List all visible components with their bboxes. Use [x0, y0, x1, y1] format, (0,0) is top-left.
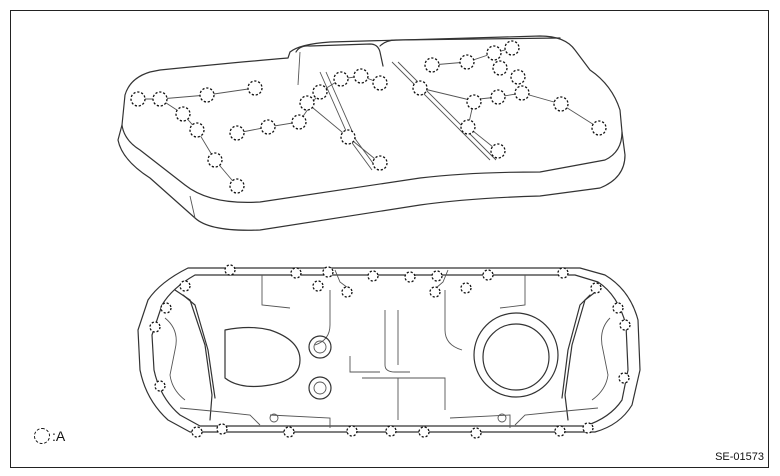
- clip-marker: [510, 69, 526, 85]
- clip-marker: [341, 286, 353, 298]
- clip-marker: [490, 143, 506, 159]
- clip-marker: [283, 426, 295, 438]
- clip-marker: [459, 54, 475, 70]
- clip-marker: [340, 129, 356, 145]
- clip-marker: [229, 125, 245, 141]
- clip-marker: [492, 60, 508, 76]
- clip-marker: [367, 270, 379, 282]
- clip-marker: [291, 114, 307, 130]
- clip-marker: [160, 302, 172, 314]
- clip-marker: [612, 302, 624, 314]
- clip-marker: [333, 71, 349, 87]
- clip-marker: [224, 264, 236, 276]
- clip-marker: [130, 91, 146, 107]
- clip-marker: [412, 80, 428, 96]
- clip-marker: [429, 286, 441, 298]
- clip-marker: [199, 87, 215, 103]
- clip-marker: [229, 178, 245, 194]
- clip-marker: [149, 321, 161, 333]
- clip-marker: [418, 426, 430, 438]
- clip-marker: [618, 372, 630, 384]
- clip-marker: [216, 423, 228, 435]
- clip-marker: [154, 380, 166, 392]
- figure-frame: [10, 10, 769, 468]
- clip-marker: [486, 45, 502, 61]
- clip-marker: [207, 152, 223, 168]
- clip-marker: [290, 267, 302, 279]
- clip-marker: [189, 122, 205, 138]
- clip-marker: [247, 80, 263, 96]
- clip-marker: [191, 426, 203, 438]
- clip-marker: [312, 280, 324, 292]
- clip-marker: [312, 84, 328, 100]
- seat-cushion-pad: [117, 35, 626, 231]
- clip-marker: [152, 91, 168, 107]
- clip-markers: [130, 40, 631, 439]
- clip-circle-icon: [34, 428, 50, 444]
- figure-code: SE-01573: [715, 451, 764, 463]
- clip-marker: [490, 89, 506, 105]
- legend: :A: [34, 428, 65, 444]
- clip-marker: [372, 75, 388, 91]
- clip-marker: [590, 282, 602, 294]
- clip-marker: [466, 94, 482, 110]
- clip-marker: [424, 57, 440, 73]
- clip-marker: [385, 425, 397, 437]
- clip-marker: [179, 280, 191, 292]
- clip-marker: [404, 271, 416, 283]
- clip-marker: [431, 270, 443, 282]
- clip-marker: [619, 319, 631, 331]
- clip-marker: [460, 282, 472, 294]
- clip-marker: [514, 85, 530, 101]
- clip-marker: [460, 119, 476, 135]
- clip-marker: [482, 269, 494, 281]
- clip-marker: [299, 95, 315, 111]
- clip-marker: [260, 119, 276, 135]
- clip-marker: [591, 120, 607, 136]
- clip-marker: [322, 266, 334, 278]
- clip-marker: [504, 40, 520, 56]
- clip-marker: [554, 425, 566, 437]
- legend-label: :A: [52, 428, 66, 444]
- clip-marker: [353, 68, 369, 84]
- clip-marker: [470, 427, 482, 439]
- clip-marker: [346, 425, 358, 437]
- clip-marker: [553, 96, 569, 112]
- clip-marker: [582, 422, 594, 434]
- seat-frame: [137, 267, 641, 433]
- clip-marker: [557, 267, 569, 279]
- clip-marker: [175, 106, 191, 122]
- clip-marker: [372, 155, 388, 171]
